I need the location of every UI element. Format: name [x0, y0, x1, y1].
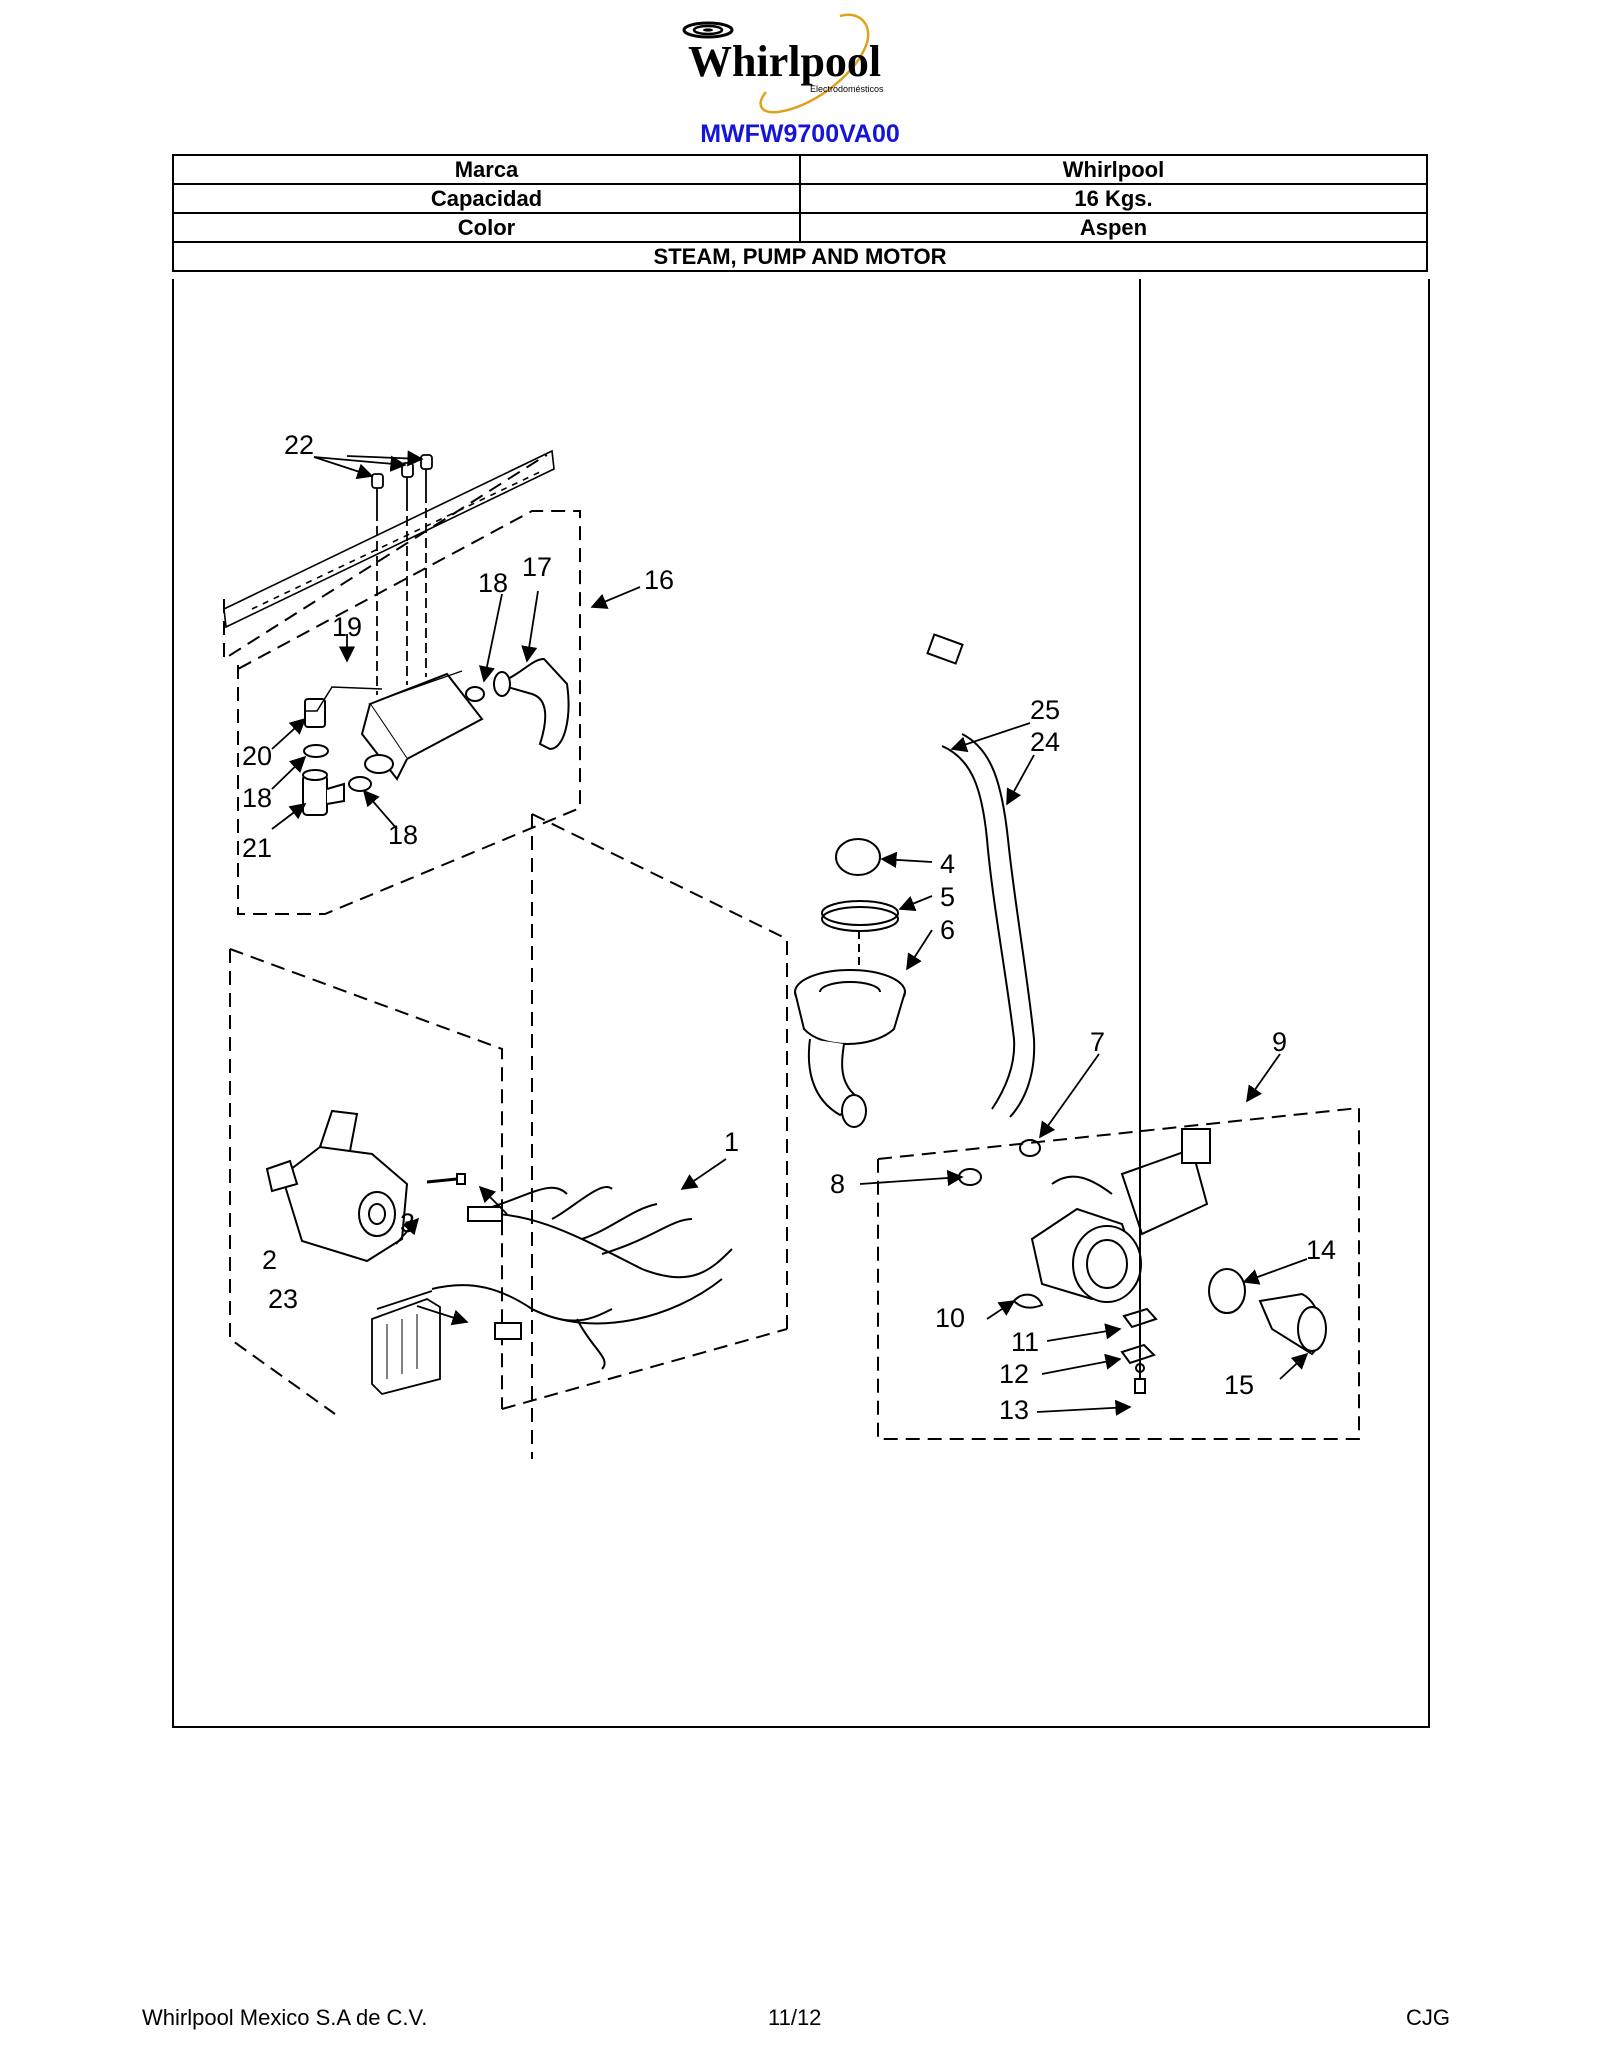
whirlpool-logo: Whirlpool Electrodomésticos	[682, 13, 884, 114]
spec-table: Marca Whirlpool Capacidad 16 Kgs. Color …	[172, 154, 1428, 272]
spec-label: Color	[172, 212, 801, 243]
steam-generator	[302, 657, 570, 816]
callout-16: 16	[644, 565, 674, 595]
callout-17: 17	[522, 552, 552, 582]
section-title-row: STEAM, PUMP AND MOTOR	[172, 241, 1428, 272]
spec-row-capacity: Capacidad 16 Kgs.	[172, 183, 1428, 214]
callout-14: 14	[1306, 1235, 1336, 1265]
wire-harness	[431, 1186, 733, 1370]
screw-parts	[371, 454, 433, 695]
spec-value: Aspen	[799, 212, 1428, 243]
footer-company: Whirlpool Mexico S.A de C.V.	[142, 2005, 428, 2030]
callout-5: 5	[940, 882, 955, 912]
callout-2: 2	[262, 1245, 277, 1275]
callout-labels: 22 16 18 17 19 20 18 21 18 25 24 4 5 6 7…	[242, 430, 1336, 1425]
console-rail	[223, 449, 555, 629]
callout-22: 22	[284, 430, 314, 460]
callout-19: 19	[332, 612, 362, 642]
callout-7: 7	[1090, 1027, 1105, 1057]
callout-13: 13	[999, 1395, 1029, 1425]
callout-9: 9	[1272, 1027, 1287, 1057]
exploded-parts-diagram: 22 16 18 17 19 20 18 21 18 25 24 4 5 6 7…	[223, 279, 1360, 1459]
spec-label: Capacidad	[172, 183, 801, 214]
callout-leaders	[271, 450, 1309, 1416]
spec-label: Marca	[172, 154, 801, 185]
drain-pump	[1012, 279, 1327, 1394]
callout-21: 21	[242, 833, 272, 863]
footer-page-number: 11/12	[768, 2005, 822, 2030]
callout-18-top: 18	[478, 568, 508, 598]
spec-row-brand: Marca Whirlpool	[172, 154, 1428, 185]
motor-control-board	[371, 1290, 441, 1396]
section-title: STEAM, PUMP AND MOTOR	[172, 241, 1428, 272]
callout-4: 4	[940, 849, 955, 879]
callout-11: 11	[1011, 1327, 1039, 1357]
model-number: MWFW9700VA00	[700, 120, 900, 148]
callout-15: 15	[1224, 1370, 1254, 1400]
logo-subtext: Electrodomésticos	[810, 84, 884, 94]
spec-value: 16 Kgs.	[799, 183, 1428, 214]
callout-18-bottom: 18	[388, 820, 418, 850]
callout-8: 8	[830, 1169, 845, 1199]
spec-value: Whirlpool	[799, 154, 1428, 185]
logo-wordmark: Whirlpool	[688, 37, 881, 86]
callout-10: 10	[935, 1303, 965, 1333]
callout-25: 25	[1030, 695, 1060, 725]
callout-12: 12	[999, 1359, 1029, 1389]
callout-23: 23	[268, 1284, 298, 1314]
callout-1: 1	[724, 1127, 739, 1157]
callout-3: 3	[400, 1208, 415, 1238]
spec-row-color: Color Aspen	[172, 212, 1428, 243]
dashed-frames	[223, 454, 1360, 1459]
drain-hose	[926, 633, 1036, 1118]
diagram-frame	[172, 279, 1430, 1728]
footer-initials: CJG	[1406, 2005, 1450, 2030]
callout-20: 20	[242, 741, 272, 771]
callout-18-left: 18	[242, 783, 272, 813]
callout-6: 6	[940, 915, 955, 945]
sump-assembly	[794, 838, 906, 1128]
drive-motor	[265, 1109, 466, 1263]
callout-24: 24	[1030, 727, 1060, 757]
